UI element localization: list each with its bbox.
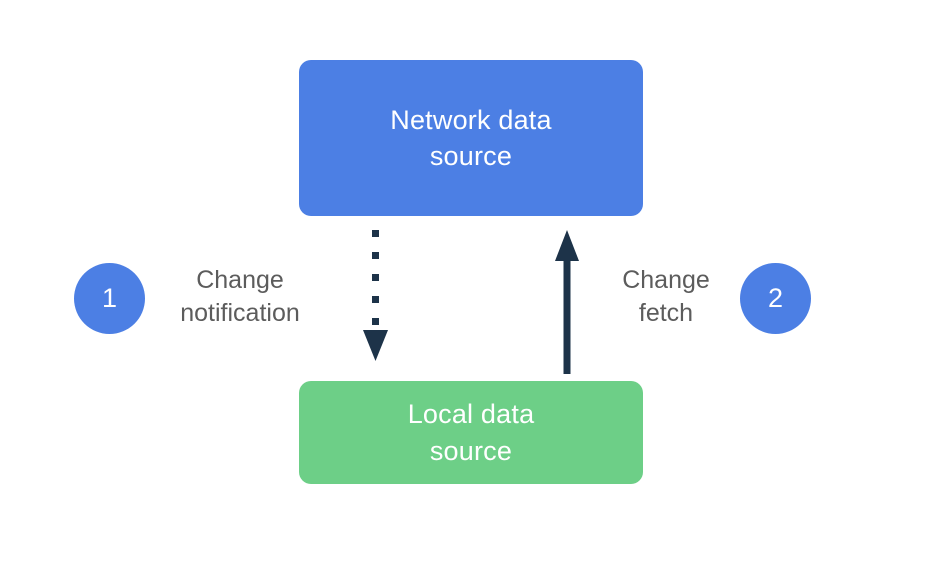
node-network-data-source: Network data source <box>299 60 643 216</box>
step-badge-2: 2 <box>740 263 811 334</box>
node-network-data-source-label: Network data source <box>390 104 552 171</box>
step-badge-1-number: 1 <box>101 283 118 313</box>
step-badge-1: 1 <box>74 263 145 334</box>
node-local-data-source: Local data source <box>299 381 643 484</box>
node-local-data-source-label: Local data source <box>407 399 535 466</box>
arrow-change-fetch-solid-up-icon <box>555 230 579 374</box>
edge-label-change-notification: Change notification <box>180 266 300 328</box>
arrow-change-notification-dotted-down-icon <box>363 230 388 361</box>
edge-label-change-fetch: Change fetch <box>622 266 710 328</box>
step-badge-2-number: 2 <box>767 283 784 313</box>
